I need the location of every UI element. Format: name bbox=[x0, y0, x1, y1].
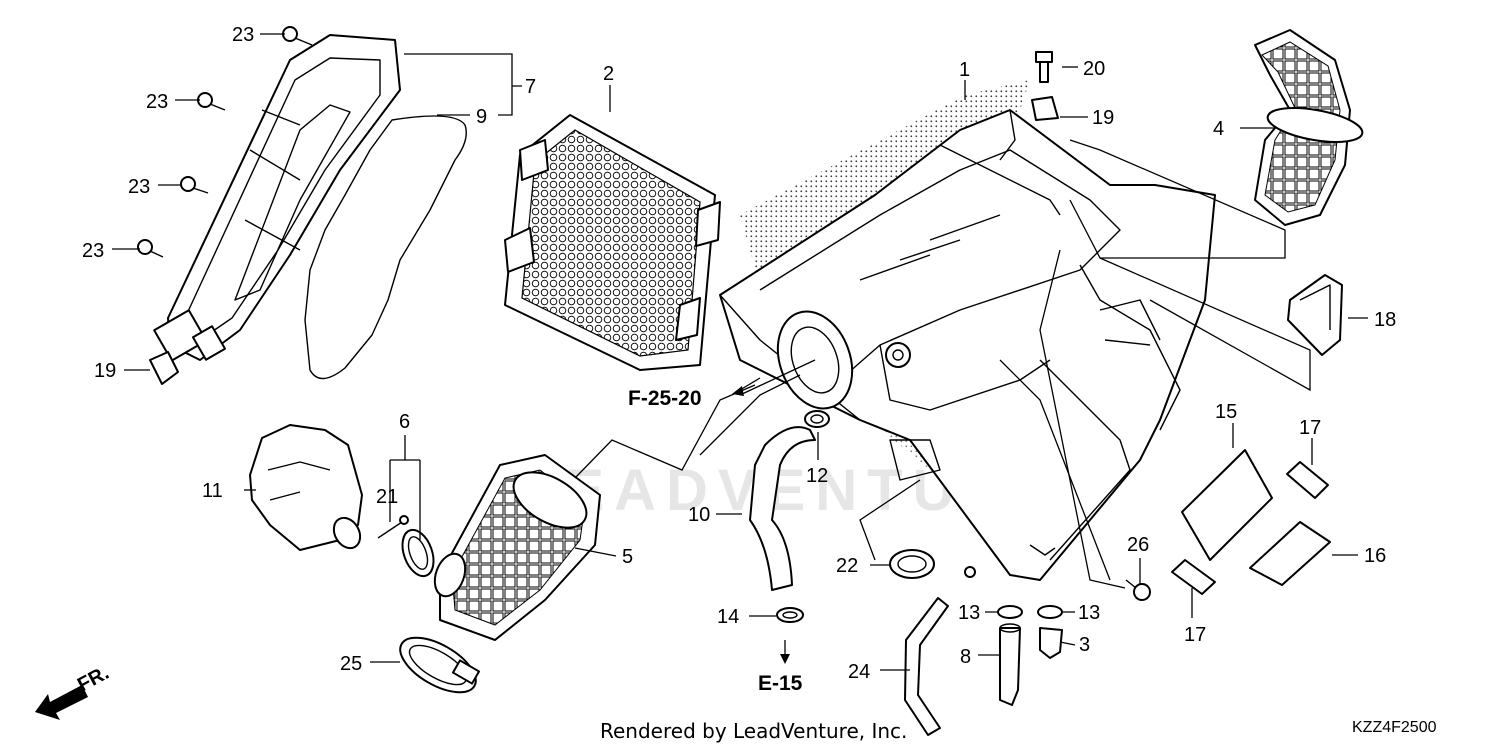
duct-18 bbox=[1287, 274, 1343, 356]
callout-18: 18 bbox=[1374, 309, 1396, 331]
callout-15: 15 bbox=[1215, 401, 1237, 423]
callout-3: 3 bbox=[1079, 634, 1090, 656]
clamp-22 bbox=[889, 549, 935, 579]
air-cleaner-case bbox=[719, 80, 1216, 581]
rendered-by-footer: Rendered by LeadVenture, Inc. bbox=[600, 719, 907, 743]
connecting-tube-5 bbox=[433, 454, 601, 641]
reference-e-15[interactable]: E-15 bbox=[758, 672, 803, 695]
callout-25: 25 bbox=[340, 653, 362, 675]
air-cleaner-cover bbox=[153, 34, 401, 362]
callout-5: 5 bbox=[622, 546, 633, 568]
callout-9: 9 bbox=[476, 106, 487, 128]
intake-tube bbox=[1254, 29, 1364, 226]
callout-23-d: 23 bbox=[82, 240, 104, 262]
callout-8: 8 bbox=[960, 646, 971, 668]
callout-17-top: 17 bbox=[1299, 417, 1321, 439]
screw-23-c bbox=[180, 176, 209, 194]
screw-21 bbox=[377, 515, 409, 539]
callout-24: 24 bbox=[848, 661, 870, 683]
callout-23-a: 23 bbox=[232, 24, 254, 46]
front-direction-arrow: FR. bbox=[35, 662, 113, 720]
hose-10 bbox=[749, 426, 816, 591]
callout-22: 22 bbox=[836, 555, 858, 577]
screw-23-d bbox=[137, 239, 164, 258]
air-cleaner-element bbox=[504, 114, 721, 371]
housing-11 bbox=[249, 424, 363, 551]
callout-4: 4 bbox=[1213, 118, 1224, 140]
callout-13-right: 13 bbox=[1078, 602, 1100, 624]
clip-19-right bbox=[1031, 96, 1059, 121]
clip-19-left bbox=[149, 351, 179, 385]
gasket-9 bbox=[304, 115, 467, 380]
band-25 bbox=[399, 636, 481, 694]
clip-12 bbox=[804, 410, 830, 428]
clamp-6 bbox=[401, 528, 435, 578]
leader-lines bbox=[112, 33, 1368, 671]
callout-7: 7 bbox=[525, 76, 536, 98]
tube-24 bbox=[904, 597, 949, 736]
bolt-20 bbox=[1035, 51, 1053, 83]
callout-1: 1 bbox=[959, 59, 970, 81]
callout-23-c: 23 bbox=[128, 176, 150, 198]
callout-2: 2 bbox=[603, 63, 614, 85]
screw-23-a bbox=[282, 26, 313, 46]
callout-10: 10 bbox=[688, 504, 710, 526]
callout-17-bottom: 17 bbox=[1184, 624, 1206, 646]
callout-20: 20 bbox=[1083, 58, 1105, 80]
clip-13-right bbox=[1037, 605, 1063, 619]
callout-16: 16 bbox=[1364, 545, 1386, 567]
screw-23-b bbox=[197, 92, 226, 111]
callout-11: 11 bbox=[202, 480, 223, 502]
clip-14 bbox=[776, 607, 804, 623]
reference-f-25-20[interactable]: F-25-20 bbox=[628, 387, 702, 410]
sheet-16 bbox=[1249, 521, 1331, 586]
sheet-15 bbox=[1181, 449, 1273, 561]
plug-8 bbox=[999, 623, 1021, 706]
bolt-26 bbox=[1125, 579, 1151, 601]
diagram-code: KZZ4F2500 bbox=[1352, 719, 1437, 736]
callout-19-left: 19 bbox=[94, 360, 116, 382]
callout-labels: 1 2 3 4 5 6 7 8 9 10 11 12 13 13 14 15 1… bbox=[82, 24, 1437, 743]
pad-17-bottom bbox=[1171, 559, 1216, 595]
callout-14: 14 bbox=[717, 606, 739, 628]
callout-26: 26 bbox=[1127, 534, 1149, 556]
callout-19-right: 19 bbox=[1092, 107, 1114, 129]
callout-21: 21 bbox=[376, 486, 398, 508]
cap-3 bbox=[1039, 627, 1063, 659]
callout-13-left: 13 bbox=[958, 602, 980, 624]
clip-13-left bbox=[997, 605, 1023, 619]
pad-17-top bbox=[1286, 461, 1329, 499]
callout-12: 12 bbox=[806, 465, 828, 487]
callout-6: 6 bbox=[399, 411, 410, 433]
callout-23-b: 23 bbox=[146, 91, 168, 113]
